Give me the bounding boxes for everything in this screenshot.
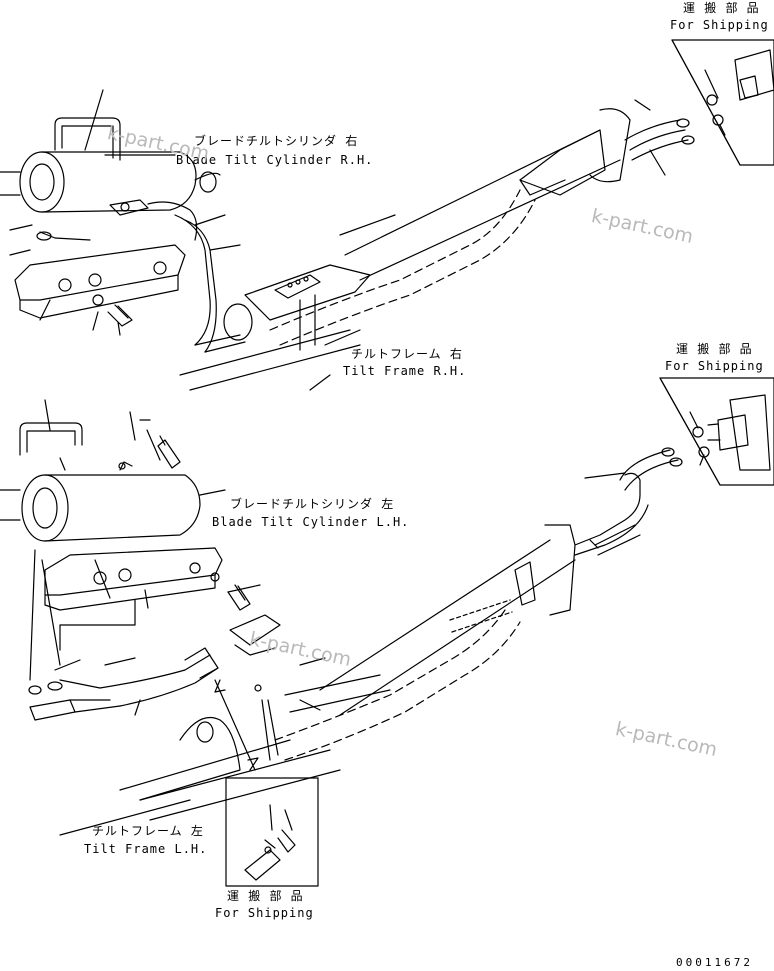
hose-assembly-rh xyxy=(37,215,252,352)
blade-tilt-cylinder-lh xyxy=(0,420,225,541)
shipping-box-bottom xyxy=(226,778,318,886)
tilt-frame-rh xyxy=(180,109,694,390)
mounting-plate-rh xyxy=(15,245,185,326)
tilt-frame-lh xyxy=(120,448,682,820)
shipping-mid-jp-label: 運 搬 部 品 xyxy=(676,342,753,356)
shipping-bottom-jp-label: 運 搬 部 品 xyxy=(227,889,304,903)
shipping-top-jp-label: 運 搬 部 品 xyxy=(683,1,760,15)
blade-tilt-cylinder-rh xyxy=(0,118,220,240)
leader-lines-bottom xyxy=(30,400,704,835)
shipping-box-mid xyxy=(660,378,774,485)
shipping-box-top xyxy=(672,40,774,165)
mounting-plate-lh xyxy=(45,548,250,610)
drawing-number: 00011672 xyxy=(676,956,753,969)
shipping-top-en-label: For Shipping xyxy=(670,18,769,32)
tilt-frame-lh-jp-label: チルトフレーム 左 xyxy=(92,824,204,838)
hose-assembly-lh xyxy=(29,648,218,720)
tilt-frame-rh-jp-label: チルトフレーム 右 xyxy=(351,347,463,361)
blade-tilt-rh-en-label: Blade Tilt Cylinder R.H. xyxy=(176,153,374,167)
shipping-mid-en-label: For Shipping xyxy=(665,359,764,373)
tilt-frame-lh-en-label: Tilt Frame L.H. xyxy=(84,842,208,856)
blade-tilt-lh-jp-label: ブレードチルトシリンダ 左 xyxy=(230,497,395,511)
blade-tilt-lh-en-label: Blade Tilt Cylinder L.H. xyxy=(212,515,410,529)
leader-lines-top xyxy=(10,70,725,390)
shipping-bottom-en-label: For Shipping xyxy=(215,906,314,920)
blade-tilt-rh-jp-label: ブレードチルトシリンダ 右 xyxy=(194,134,359,148)
tilt-frame-rh-en-label: Tilt Frame R.H. xyxy=(343,364,467,378)
